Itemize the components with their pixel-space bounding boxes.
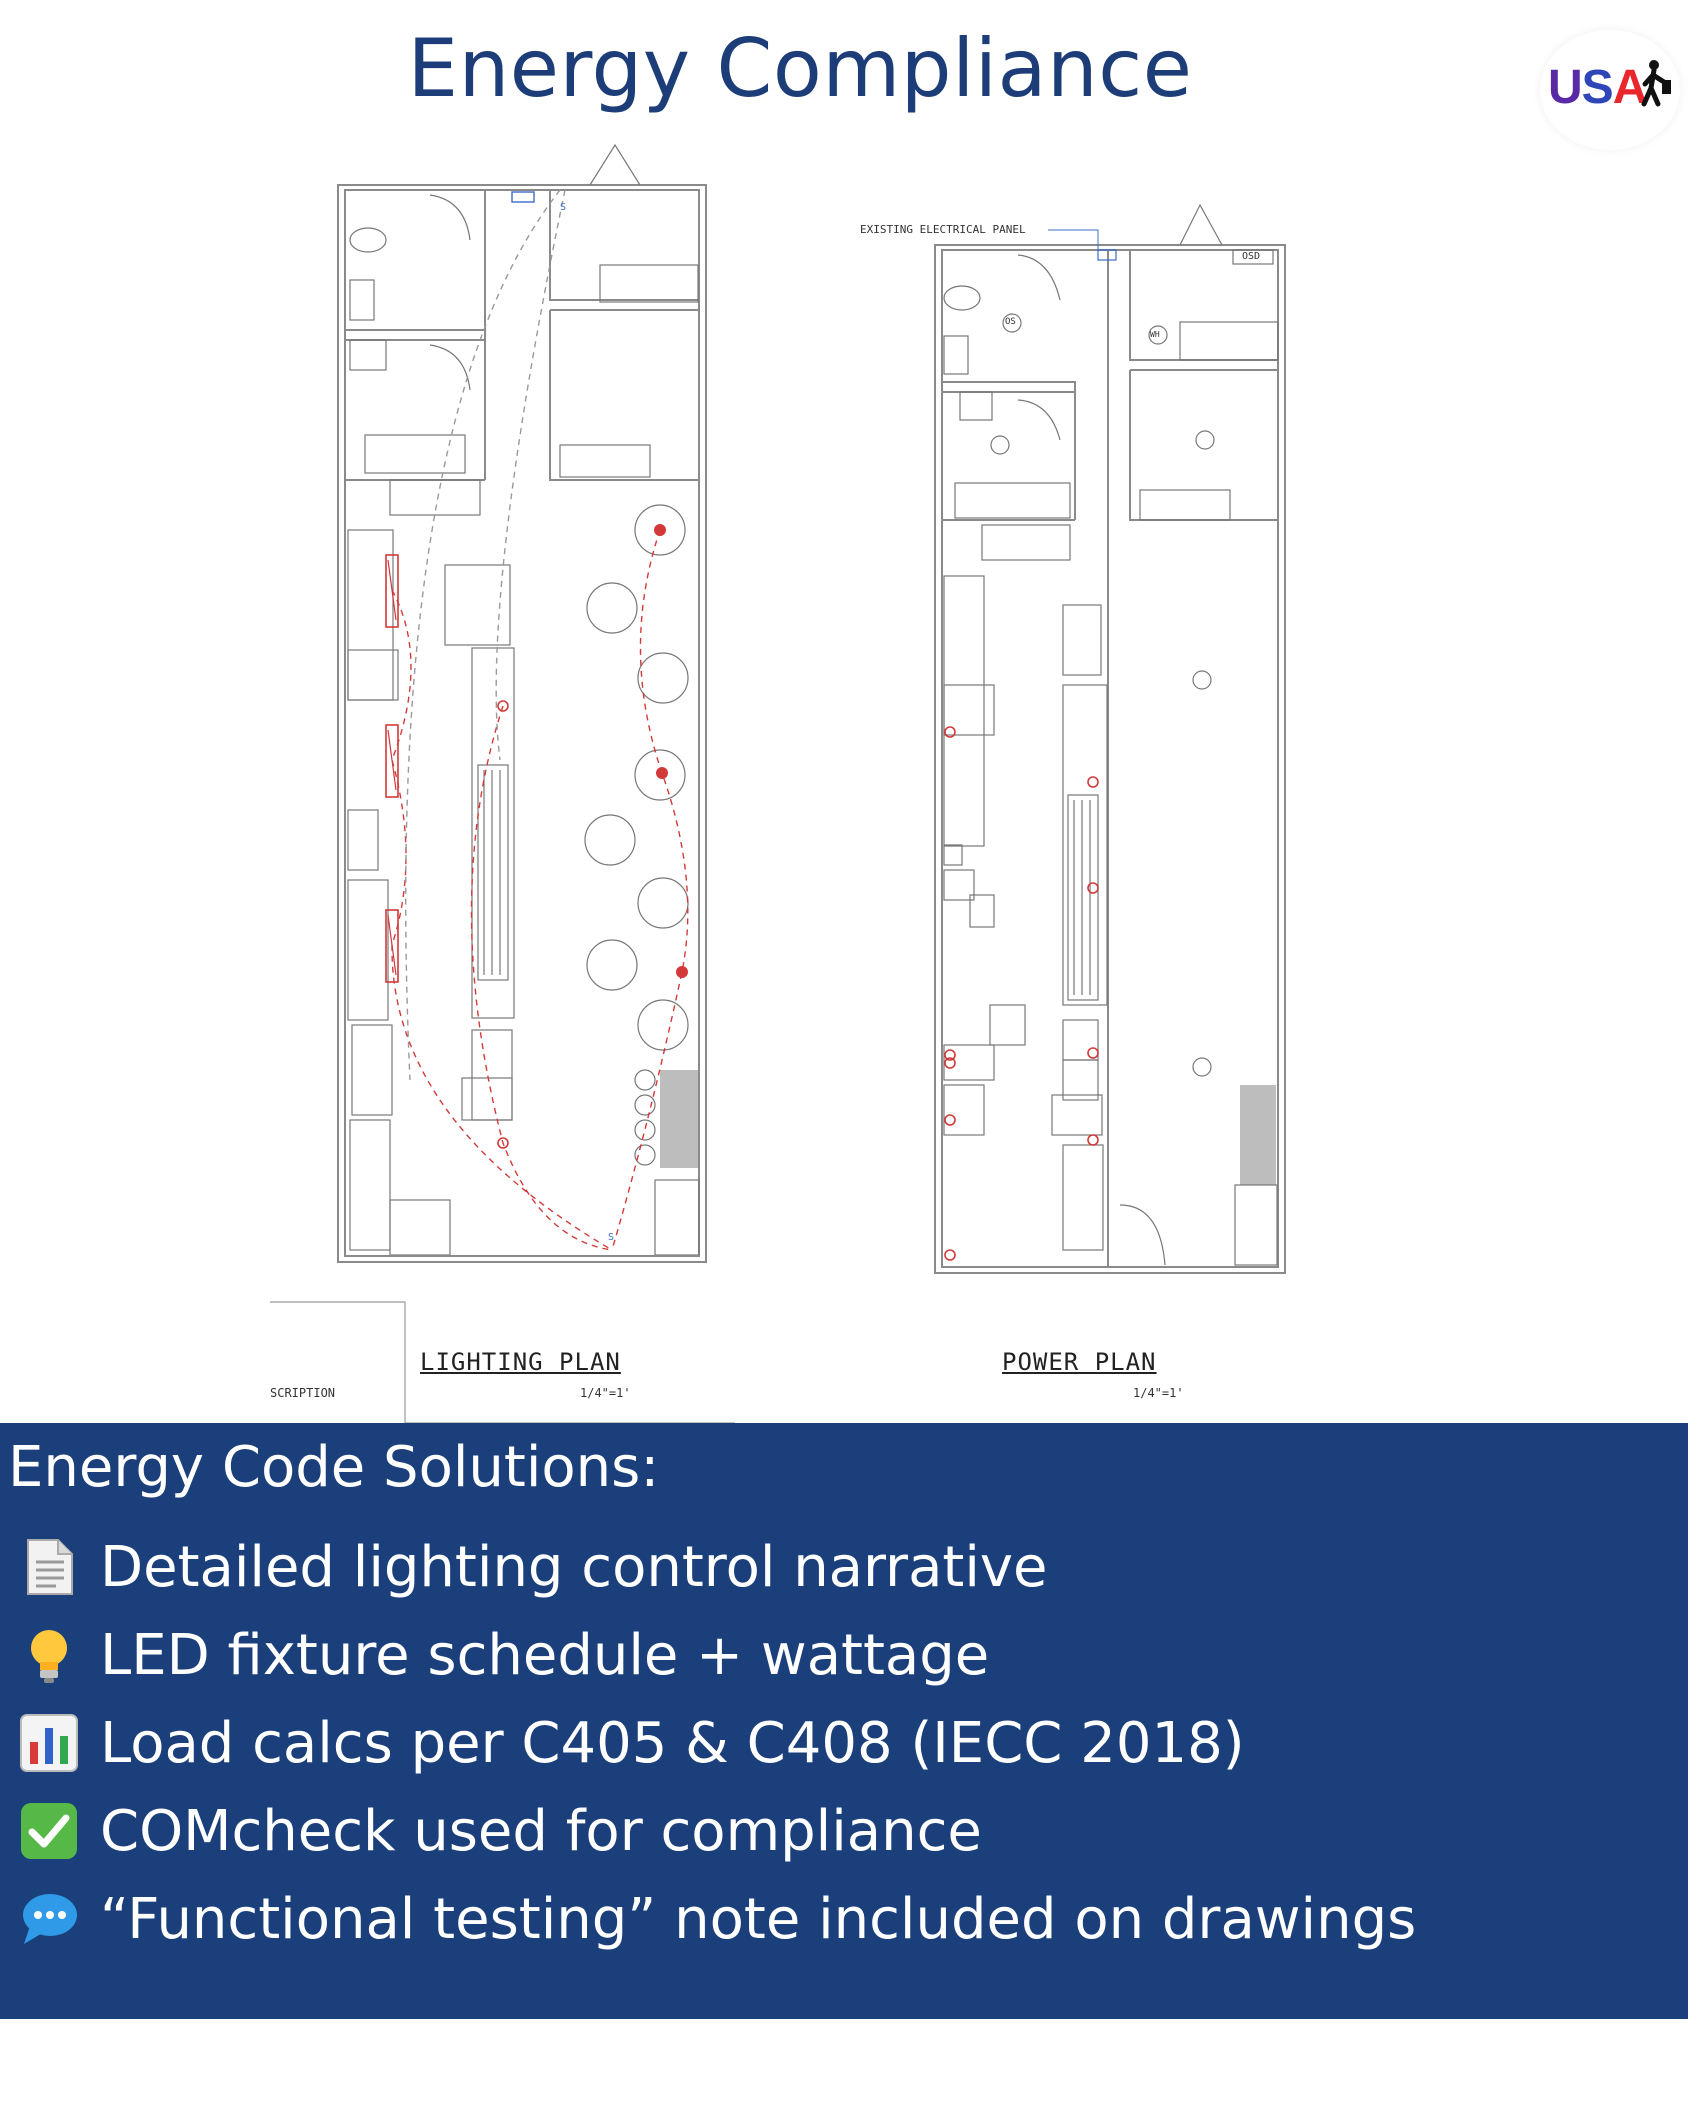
usa-logo: USA bbox=[1540, 30, 1680, 150]
power-receptacles bbox=[944, 726, 1099, 1261]
svg-text:S: S bbox=[608, 1232, 614, 1243]
solutions-panel: Energy Code Solutions: Detailed lighting… bbox=[0, 1423, 1688, 2019]
logo-text: USA bbox=[1548, 61, 1647, 114]
list-item: “Functional testing” note included on dr… bbox=[18, 1875, 1416, 1963]
solutions-heading: Energy Code Solutions: bbox=[8, 1435, 660, 1500]
power-plan-walls bbox=[934, 203, 1286, 1274]
power-plan-title: POWER PLAN bbox=[1002, 1348, 1157, 1376]
electrical-panel-label: EXISTING ELECTRICAL PANEL bbox=[860, 223, 1026, 236]
floor-plans-drawing: S S bbox=[270, 143, 1286, 1423]
page-title: Energy Compliance bbox=[407, 22, 1193, 115]
list-item: Detailed lighting control narrative bbox=[18, 1523, 1416, 1611]
lighting-fixtures: S S bbox=[385, 189, 689, 1251]
speech-bubble-icon bbox=[18, 1888, 80, 1950]
list-item: Load calcs per C405 & C408 (IECC 2018) bbox=[18, 1699, 1416, 1787]
osd-label: OSD bbox=[1242, 251, 1261, 262]
lightbulb-icon bbox=[18, 1624, 80, 1686]
svg-text:S: S bbox=[560, 202, 566, 213]
check-mark-icon bbox=[18, 1800, 80, 1862]
water-heater-label: WH bbox=[1150, 330, 1160, 339]
os-label: OS bbox=[1005, 317, 1016, 327]
document-icon bbox=[18, 1536, 80, 1598]
lighting-plan-walls bbox=[337, 143, 707, 1263]
lighting-plan-scale: 1/4"=1' bbox=[580, 1386, 631, 1400]
power-plan-scale: 1/4"=1' bbox=[1133, 1386, 1184, 1400]
occupancy-sensors bbox=[990, 313, 1215, 1077]
description-label: SCRIPTION bbox=[270, 1386, 336, 1400]
list-item: LED fixture schedule + wattage bbox=[18, 1611, 1416, 1699]
bar-chart-icon bbox=[18, 1712, 80, 1774]
list-item: COMcheck used for compliance bbox=[18, 1787, 1416, 1875]
lighting-plan-title: LIGHTING PLAN bbox=[420, 1348, 621, 1376]
walking-person-icon bbox=[1641, 60, 1671, 107]
solutions-list: Detailed lighting control narrative LED … bbox=[18, 1523, 1416, 1963]
